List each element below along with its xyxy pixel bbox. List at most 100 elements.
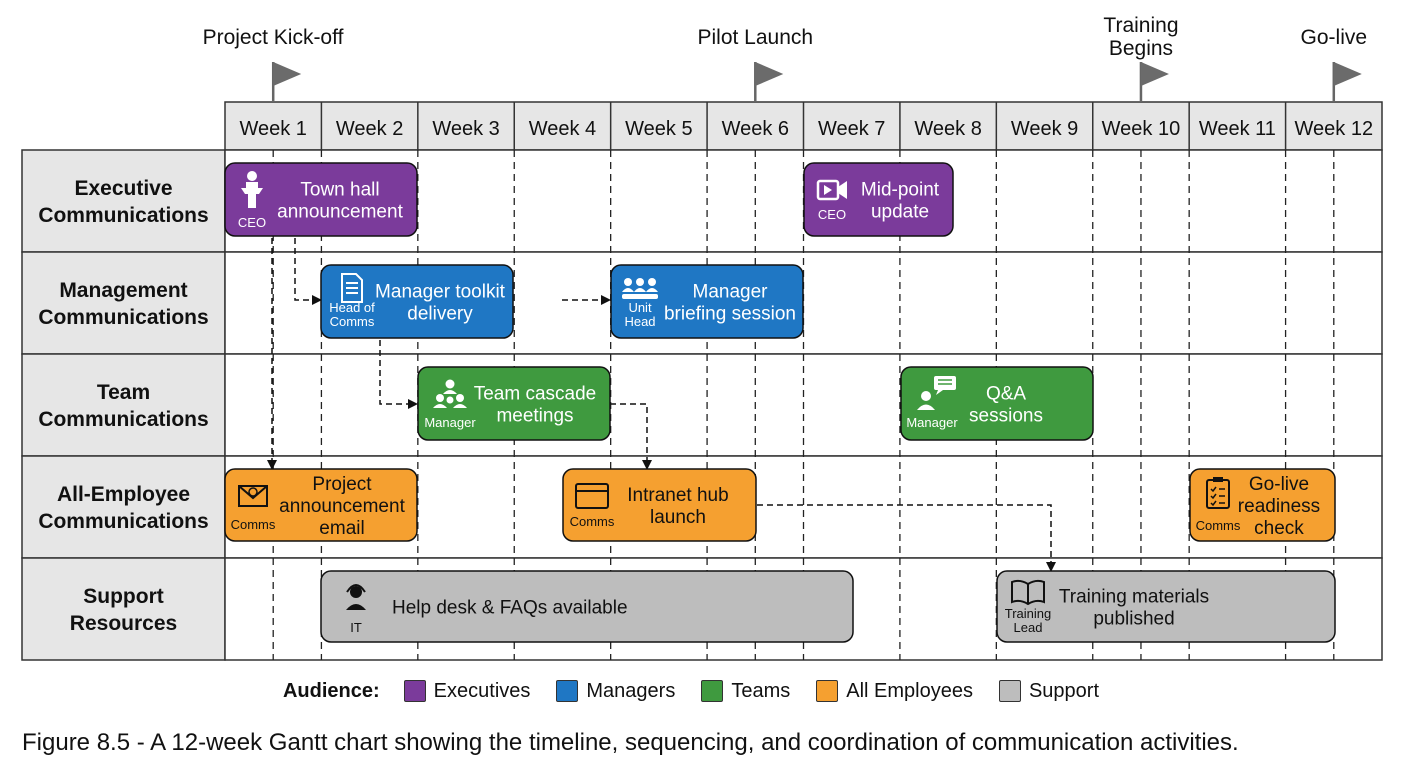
milestone-flag-icon xyxy=(755,62,784,86)
legend-item-teams: Teams xyxy=(701,680,790,703)
legend-item-all-employees: All Employees xyxy=(816,680,973,703)
book-icon xyxy=(1011,579,1045,606)
task-label: Team cascade xyxy=(474,384,597,405)
row-label: All-Employee xyxy=(57,483,190,506)
week-label: Week 4 xyxy=(529,118,596,140)
legend-label: Support xyxy=(1028,679,1100,702)
milestone-label: Pilot Launch xyxy=(697,26,813,49)
task-bar xyxy=(562,468,757,542)
row-label: Communications xyxy=(38,306,208,329)
task-label: email xyxy=(319,518,364,539)
task-owner: Training xyxy=(1005,606,1051,621)
task-bar xyxy=(224,162,418,237)
milestone-label: Project Kick-off xyxy=(203,26,344,49)
milestone-flag-icon xyxy=(1333,62,1362,86)
task-bar xyxy=(224,468,418,542)
task-owner: Comms xyxy=(330,314,375,329)
task-label: update xyxy=(871,202,929,223)
milestone-label: Begins xyxy=(1109,37,1173,60)
milestone-flag-icon xyxy=(1140,62,1169,86)
task-label: Training materials xyxy=(1059,587,1209,608)
week-label: Week 1 xyxy=(239,118,306,140)
task-label: delivery xyxy=(407,304,473,325)
legend-swatch xyxy=(556,680,579,702)
document-icon xyxy=(341,273,363,303)
video-icon xyxy=(816,179,847,201)
task-label: Help desk & FAQs available xyxy=(392,598,628,619)
task-label: briefing session xyxy=(664,304,796,325)
legend-swatch xyxy=(403,680,426,702)
task-owner: Comms xyxy=(570,514,615,529)
legend-title: Audience: xyxy=(282,679,380,702)
figure-caption: Figure 8.5 - A 12-week Gantt chart showi… xyxy=(22,729,1239,756)
legend-label: Teams xyxy=(731,679,791,702)
task-label: Go-live xyxy=(1249,474,1309,495)
week-label: Week 8 xyxy=(914,118,981,140)
task-label: Q&A xyxy=(986,384,1026,405)
task-owner: Manager xyxy=(424,415,476,430)
milestone-label: Training xyxy=(1103,14,1178,37)
week-label: Week 6 xyxy=(722,118,789,140)
row-label: Support xyxy=(83,585,163,608)
task-bar xyxy=(610,264,804,339)
dependency-arrow xyxy=(379,340,418,409)
week-label: Week 3 xyxy=(432,118,499,140)
browser-icon xyxy=(575,483,609,509)
week-label: Week 7 xyxy=(818,118,885,140)
legend-swatch xyxy=(816,680,839,702)
task-bar xyxy=(803,162,954,237)
row-header-cell xyxy=(21,149,226,253)
task-label: Intranet hub xyxy=(627,485,728,506)
task-label: Mid-point xyxy=(861,180,940,201)
chat-icon xyxy=(917,376,956,410)
task-bar xyxy=(1189,468,1336,542)
legend: Audience: Executives Managers Teams All … xyxy=(0,676,1408,706)
checklist-icon xyxy=(1206,477,1230,509)
row-header-cell xyxy=(21,455,226,559)
row-label: Management xyxy=(59,279,187,302)
task-bar xyxy=(996,570,1336,643)
task-label: announcement xyxy=(277,202,403,223)
row-label: Team xyxy=(97,381,150,404)
row-header-cell xyxy=(21,251,226,355)
legend-label: Managers xyxy=(586,679,676,702)
dependency-arrow xyxy=(294,238,322,305)
week-label: Week 5 xyxy=(625,118,692,140)
task-label: Manager toolkit xyxy=(375,282,506,303)
task-bar xyxy=(320,570,854,643)
task-label: announcement xyxy=(279,496,405,517)
row-header-cell xyxy=(21,557,226,661)
task-owner: CEO xyxy=(238,215,266,230)
milestone-label: Go-live xyxy=(1301,26,1368,49)
task-bar xyxy=(417,366,611,441)
task-label: meetings xyxy=(496,406,573,427)
task-owner: CEO xyxy=(818,207,846,222)
legend-item-managers: Managers xyxy=(556,680,675,703)
row-label: Communications xyxy=(38,510,208,533)
task-owner: Comms xyxy=(231,517,276,532)
week-label: Week 9 xyxy=(1011,118,1078,140)
legend-label: All Employees xyxy=(846,679,973,702)
legend-swatch xyxy=(701,680,724,702)
row-label: Resources xyxy=(70,612,177,635)
task-label: sessions xyxy=(969,406,1043,427)
task-owner: Head of xyxy=(329,300,375,315)
legend-label: Executives xyxy=(433,679,531,702)
meeting-icon xyxy=(622,278,658,299)
task-owner: Manager xyxy=(906,415,958,430)
week-label: Week 11 xyxy=(1199,118,1276,140)
task-bar xyxy=(320,264,514,339)
task-label: check xyxy=(1254,518,1304,539)
legend-item-support: Support xyxy=(998,679,1100,703)
legend-swatch xyxy=(998,680,1021,702)
